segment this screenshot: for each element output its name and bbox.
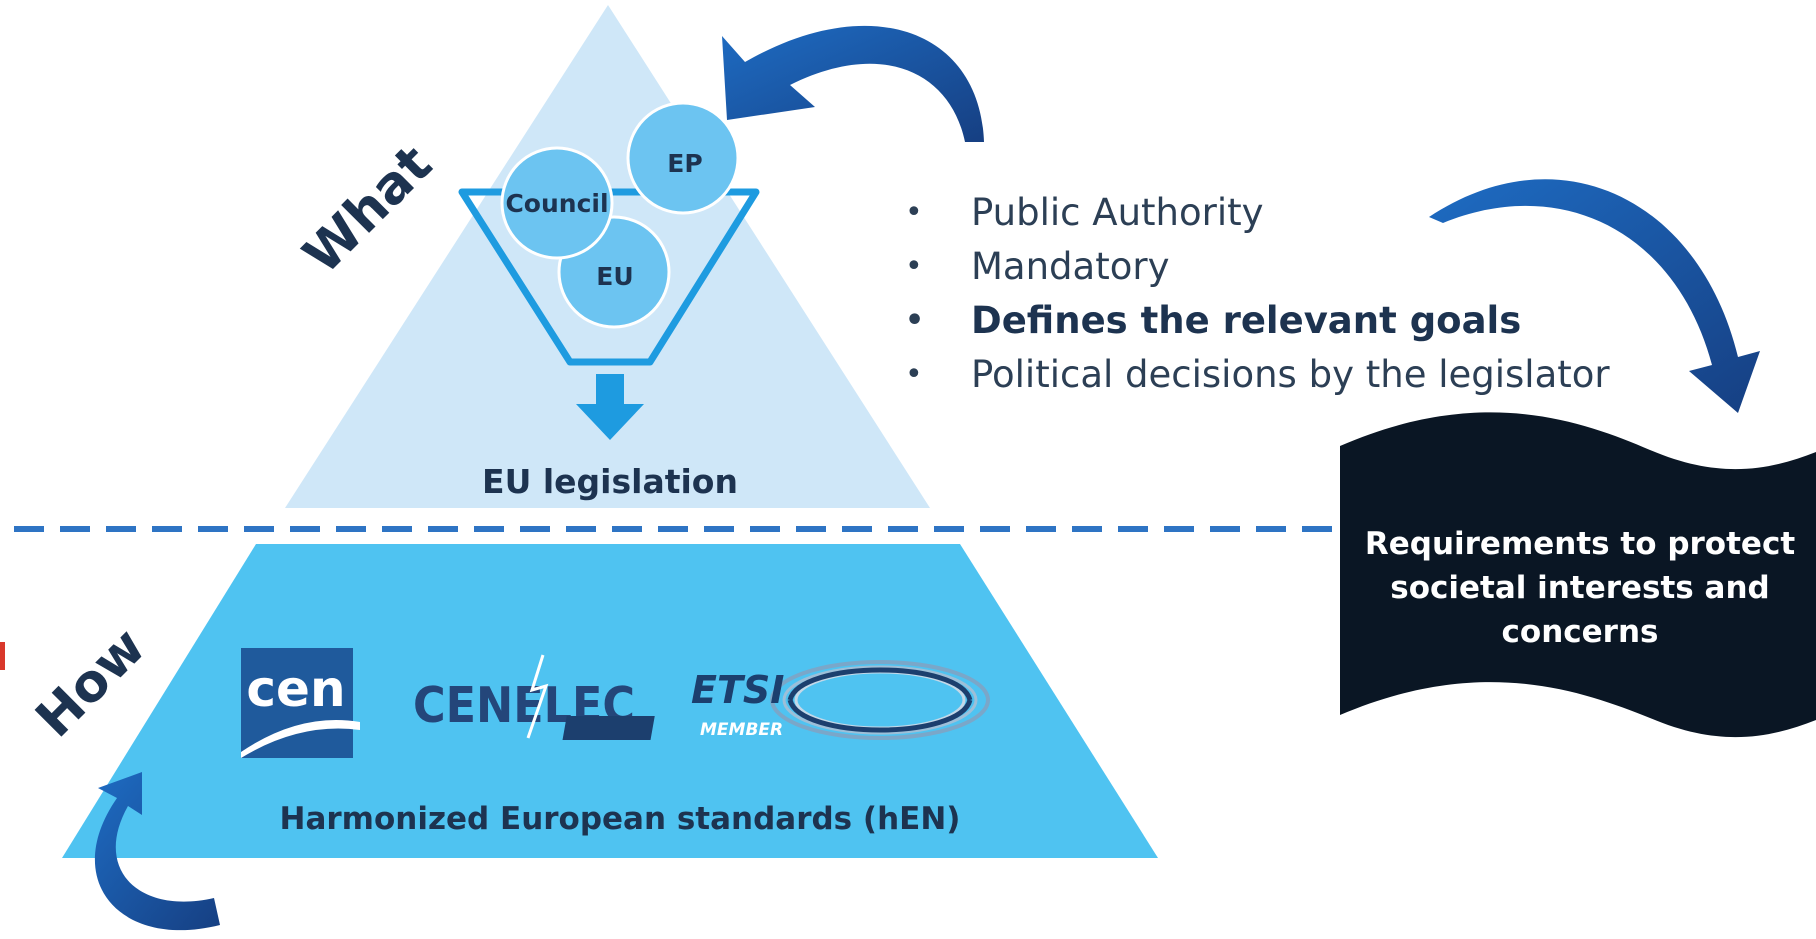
bullet-item: Mandatory <box>905 240 1610 294</box>
banner-line: Requirements to protect <box>1364 526 1796 562</box>
circle-eu-label: EU <box>596 262 633 291</box>
wavy-banner <box>1340 412 1816 738</box>
banner-text: Requirements to protect societal interes… <box>1345 522 1815 654</box>
circle-council-label: Council <box>505 189 608 218</box>
down-arrow-icon <box>576 374 644 440</box>
circle-council <box>500 146 614 260</box>
circle-ep <box>626 101 740 215</box>
bullet-list: Public Authority Mandatory Defines the r… <box>905 186 1610 402</box>
etsi-logo: ETSI MEMBER <box>562 660 990 740</box>
eu-legislation-caption: EU legislation <box>482 462 738 501</box>
cen-logo: cen <box>241 648 360 758</box>
etsi-logo-text: ETSI <box>691 668 784 712</box>
what-label: What <box>292 134 444 286</box>
curved-arrow-top-icon <box>722 25 984 142</box>
how-label: How <box>25 617 157 749</box>
circle-ep-label: EP <box>667 149 702 178</box>
hen-caption: Harmonized European standards (hEN) <box>280 801 961 837</box>
banner-line: societal interests and <box>1390 570 1770 606</box>
left-edge-accent <box>0 642 5 670</box>
cen-logo-text: cen <box>246 660 345 718</box>
banner-line: concerns <box>1501 614 1659 650</box>
bullet-item: Defines the relevant goals <box>905 294 1610 348</box>
bottom-trapezoid <box>62 544 1158 858</box>
bullet-item: Political decisions by the legislator <box>905 348 1610 402</box>
curved-arrow-bottom-icon <box>94 772 220 931</box>
bullet-item: Public Authority <box>905 186 1610 240</box>
etsi-member-text: MEMBER <box>700 720 783 740</box>
